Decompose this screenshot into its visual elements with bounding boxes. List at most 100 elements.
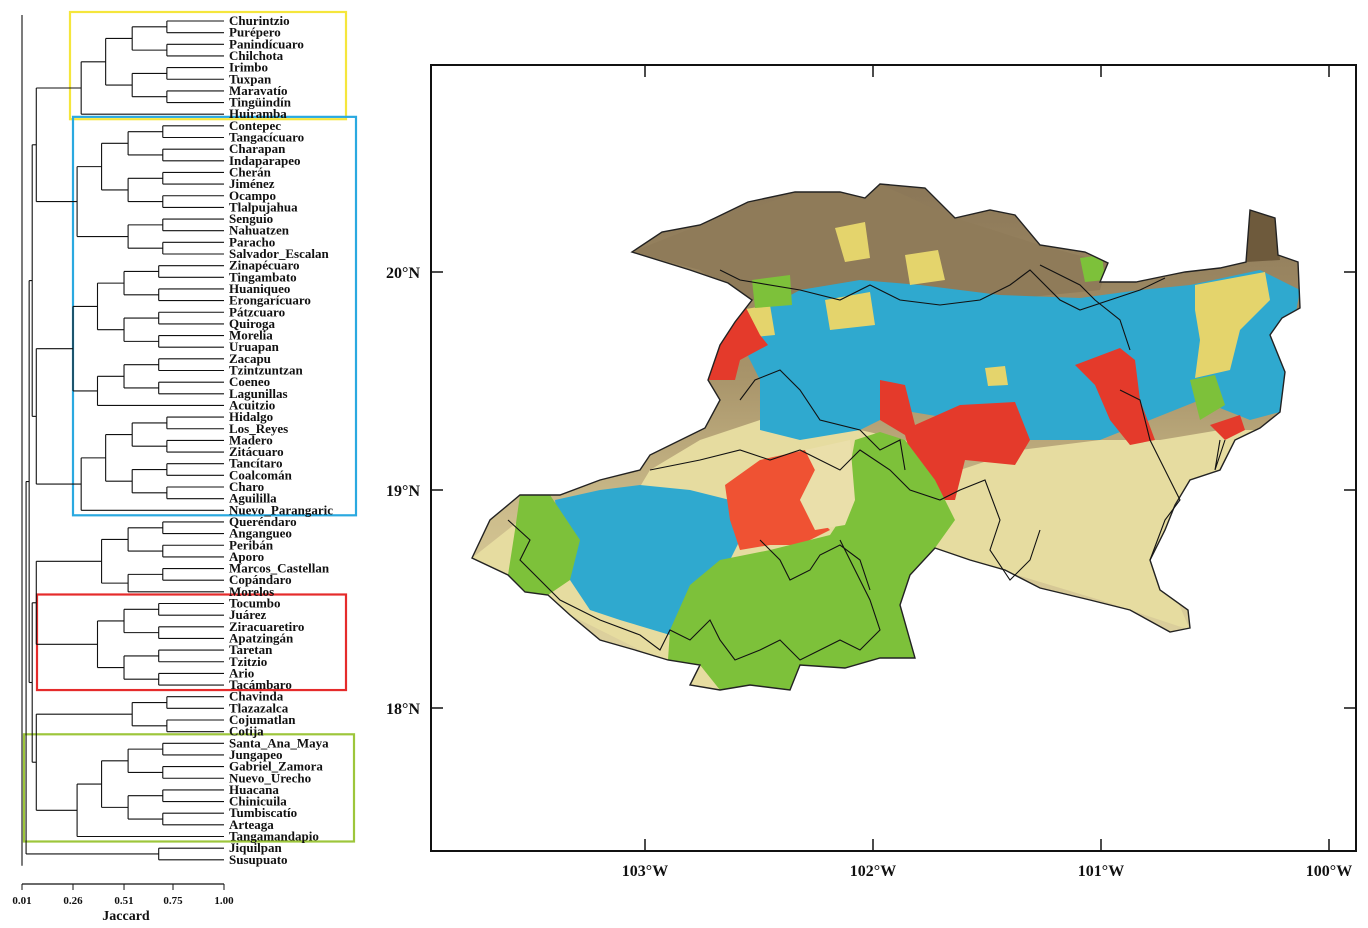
leaf-label: Santa_Ana_Maya: [229, 735, 329, 750]
leaf-label: Jiquilpan: [229, 840, 283, 855]
leaf-label: Churintzio: [229, 13, 290, 28]
leaf-label: Cotija: [229, 724, 264, 739]
region-green-east: [1190, 375, 1225, 420]
jaccard-tick-label: 0.01: [12, 895, 31, 907]
region-yellow-north-3: [825, 292, 875, 330]
leaf-label: Los_Reyes: [229, 421, 288, 436]
region-green-northeast: [1080, 255, 1105, 282]
leaf-label: Tlazazalca: [229, 700, 289, 715]
leaf-label: Nuevo_Parangaric: [229, 502, 333, 517]
map-frame: [430, 64, 1357, 852]
leaf-label: Chilchota: [229, 48, 284, 63]
leaf-label: Ocampo: [229, 188, 276, 203]
leaf-label: Coeneo: [229, 374, 270, 389]
leaf-label: Huaniqueo: [229, 281, 290, 296]
leaf-label: Peribán: [229, 537, 274, 552]
region-yellow-north-2: [905, 250, 945, 285]
leaf-label: Quiroga: [229, 316, 275, 331]
leaf-label: Erongarícuaro: [229, 293, 311, 308]
leaf-label: Tzintzuntzan: [229, 363, 303, 378]
cluster-box-red: [35, 593, 348, 692]
jaccard-tick-label: 0.51: [114, 895, 133, 907]
jaccard-axis-label: Jaccard: [102, 909, 150, 924]
region-green-south: [668, 432, 955, 690]
leaf-label: Marcos_Castellan: [229, 561, 330, 576]
leaf-label: Chinicuila: [229, 794, 287, 809]
dendrogram: ChurintzioPuréperoPanindícuaroChilchotaI…: [21, 10, 358, 867]
leaf-label: Zitácuaro: [229, 444, 284, 459]
leaf-label: Zinapécuaro: [229, 258, 300, 273]
leaf-label: Acuitzio: [229, 397, 275, 412]
lon-label-102: 102°W: [850, 863, 896, 880]
leaf-label: Copándaro: [229, 572, 292, 587]
leaf-label: Cherán: [229, 164, 272, 179]
leaf-label: Aguililla: [229, 491, 277, 506]
cluster-box-green: [22, 733, 356, 843]
leaf-label: Contepec: [229, 118, 281, 133]
leaf-label: Tuxpan: [229, 71, 272, 86]
leaf-label: Panindícuaro: [229, 36, 304, 51]
leaf-label: Angangueo: [229, 526, 292, 541]
region-tan-inner: [800, 440, 855, 530]
cluster-box-blue: [71, 115, 358, 517]
leaf-label: Maravatío: [229, 83, 287, 98]
leaf-label: Tumbiscatío: [229, 805, 297, 820]
leaf-label: Aporo: [229, 549, 264, 564]
leaf-label: Tingüindín: [229, 95, 292, 110]
leaf-label: Tingambato: [229, 269, 297, 284]
cluster-box-yellow: [68, 10, 348, 121]
lat-label-20: 20°N: [386, 265, 420, 282]
leaf-label: Tocumbo: [229, 596, 281, 611]
leaf-label: Chavinda: [229, 689, 284, 704]
leaf-label: Lagunillas: [229, 386, 288, 401]
lat-label-19: 19°N: [386, 483, 420, 500]
region-yellow-central: [985, 366, 1008, 386]
leaf-label: Tangamandapio: [229, 829, 319, 844]
lon-label-103: 103°W: [622, 863, 668, 880]
jaccard-tick-label: 0.26: [63, 895, 83, 907]
leaf-label: Tancítaro: [229, 456, 282, 471]
region-yellow-east: [1195, 272, 1270, 378]
leaf-label: Juárez: [229, 607, 267, 622]
leaf-label: Tangacícuaro: [229, 130, 304, 145]
leaf-label: Jungapeo: [229, 747, 282, 762]
leaf-label: Purépero: [229, 25, 281, 40]
leaf-label: Senguio: [229, 211, 273, 226]
leaf-label: Coalcomán: [229, 467, 293, 482]
region-brown-northeast: [1246, 210, 1280, 262]
leaf-label: Irimbo: [229, 60, 268, 75]
leaf-label: Hidalgo: [229, 409, 273, 424]
region-green-coast: [508, 495, 580, 595]
leaf-label: Charo: [229, 479, 264, 494]
region-red-east: [1075, 348, 1155, 445]
biogeographic-boundaries: [507, 264, 1226, 661]
region-red-southeast: [1210, 415, 1245, 440]
leaf-label: Queréndaro: [229, 514, 297, 529]
leaf-label: Cojumatlan: [229, 712, 296, 727]
region-brown-north: [632, 184, 1108, 300]
region-red-southwest: [725, 450, 830, 550]
leaf-label: Huiramba: [229, 106, 287, 121]
leaf-label: Gabriel_Zamora: [229, 759, 323, 774]
leaf-label: Salvador_Escalan: [229, 246, 329, 261]
region-green-north: [752, 275, 792, 308]
state-relief: [472, 184, 1300, 690]
leaf-label: Indaparapeo: [229, 153, 301, 168]
jaccard-tick-label: 1.00: [214, 895, 234, 907]
jaccard-tick-label: 0.75: [163, 895, 183, 907]
leaf-label: Morelos: [229, 584, 274, 599]
leaf-label: Pátzcuaro: [229, 304, 285, 319]
lon-label-100: 100°W: [1306, 863, 1352, 880]
leaf-label: Zacapu: [229, 351, 271, 366]
leaf-label: Madero: [229, 432, 273, 447]
leaf-label: Morelia: [229, 328, 273, 343]
jaccard-axis: 0.01 0.26 0.51 0.75 1.00 Jaccard: [12, 883, 234, 924]
leaf-label: Ario: [229, 665, 254, 680]
region-yellow-north-1: [835, 222, 870, 262]
leaf-label: Tlalpujahua: [229, 199, 298, 214]
leaf-label: Ziracuaretiro: [229, 619, 304, 634]
leaf-label: Apatzingán: [229, 630, 294, 645]
leaf-label: Arteaga: [229, 817, 274, 832]
leaf-label: Uruapan: [229, 339, 280, 354]
leaf-label: Susupuato: [229, 852, 288, 867]
